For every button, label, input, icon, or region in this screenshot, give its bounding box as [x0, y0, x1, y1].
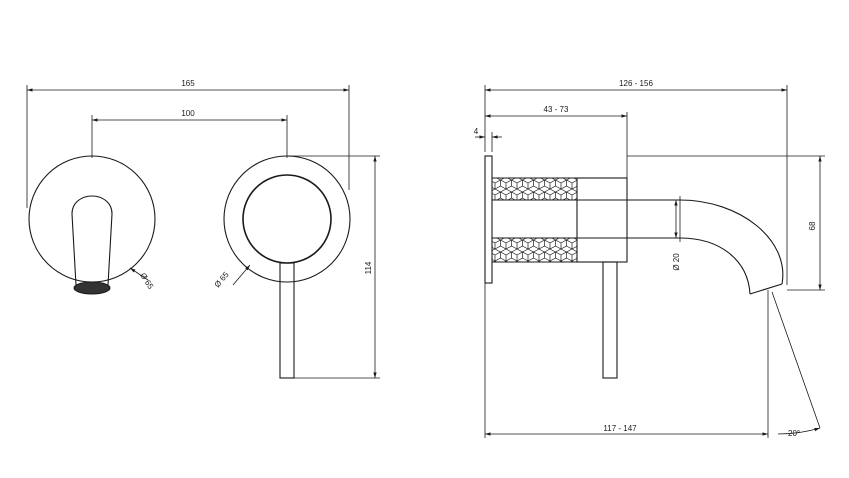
dim-label-spout-rosette: Ø 65	[138, 271, 155, 291]
knurled-body-lower	[491, 237, 578, 263]
spout-curve-inner	[679, 237, 751, 295]
lever-handle	[279, 262, 295, 379]
dim-label-lever-rosette: Ø 65	[213, 270, 231, 289]
angle-line	[771, 291, 821, 429]
mixer-body	[576, 177, 628, 263]
dim-label-height: 114	[364, 261, 373, 274]
wall-plate	[484, 155, 493, 284]
leader-lever-diameter	[232, 264, 251, 286]
dim-label-body-depth: 43 - 73	[544, 105, 569, 114]
spout-outlet	[749, 283, 783, 295]
spout-curve-outer	[679, 199, 784, 285]
spout-rosette	[28, 155, 156, 283]
dim-label-side-height: 68	[808, 221, 817, 230]
dim-label-center-distance: 100	[181, 109, 195, 118]
side-view: 126 - 156 43 - 73 4 Ø 20 68	[474, 79, 825, 438]
spout-aerator	[73, 281, 111, 295]
dim-label-angle: 20°	[788, 429, 800, 438]
dim-label-width: 165	[181, 79, 195, 88]
dim-label-spout-reach: 117 - 147	[603, 424, 637, 433]
dim-label-plate-thickness: 4	[474, 127, 479, 136]
dim-label-spout-diameter: Ø 20	[672, 253, 681, 271]
leader-spout-diameter	[129, 267, 149, 281]
angle-arc	[777, 427, 821, 435]
lever-knob	[242, 174, 332, 264]
lever-side	[602, 261, 618, 379]
dim-label-total-projection: 126 - 156	[619, 79, 653, 88]
spout-front	[71, 195, 113, 286]
front-view: 165 100 Ø 65 Ø 65 114	[26, 79, 380, 379]
knurled-body-upper	[491, 177, 578, 201]
